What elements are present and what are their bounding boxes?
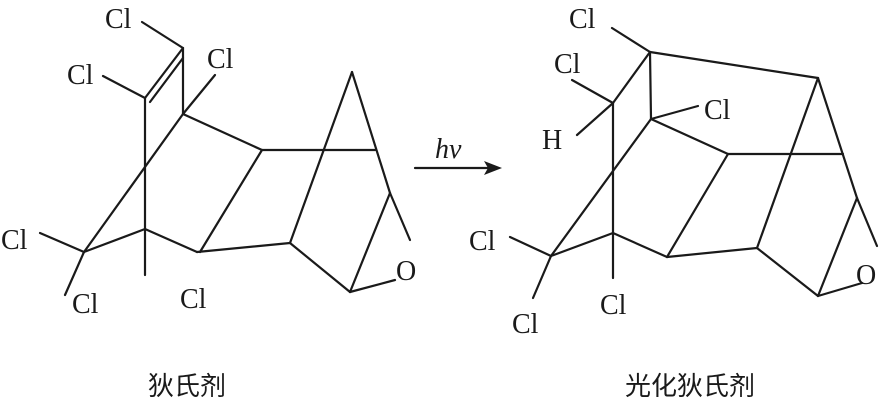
atom-cl: Cl bbox=[207, 44, 234, 75]
atom-cl: Cl bbox=[67, 60, 94, 91]
atom-cl: Cl bbox=[180, 284, 207, 315]
reaction-arrow: hv bbox=[413, 134, 502, 175]
atom-cl: Cl bbox=[105, 4, 132, 35]
atom-cl: Cl bbox=[600, 290, 627, 321]
atom-o: O bbox=[856, 260, 876, 291]
atom-cl: Cl bbox=[512, 309, 539, 340]
atom-cl: Cl bbox=[1, 225, 28, 256]
photodieldrin-structure: Cl Cl H Cl Cl Cl Cl O bbox=[469, 4, 879, 340]
photodieldrin-bonds bbox=[508, 26, 879, 300]
atom-h: H bbox=[542, 125, 562, 156]
atom-o: O bbox=[396, 256, 416, 287]
dieldrin-bonds bbox=[38, 20, 412, 297]
atom-cl: Cl bbox=[469, 226, 496, 257]
reactant-caption: 狄氏剂 bbox=[148, 372, 227, 402]
atom-cl: Cl bbox=[704, 95, 731, 126]
atom-cl: Cl bbox=[554, 49, 581, 80]
atom-cl: Cl bbox=[569, 4, 596, 35]
atom-cl: Cl bbox=[72, 289, 99, 320]
hv-label: hv bbox=[435, 134, 462, 165]
product-caption: 光化狄氏剂 bbox=[625, 372, 756, 402]
dieldrin-structure: Cl Cl Cl Cl Cl Cl O bbox=[1, 4, 416, 320]
